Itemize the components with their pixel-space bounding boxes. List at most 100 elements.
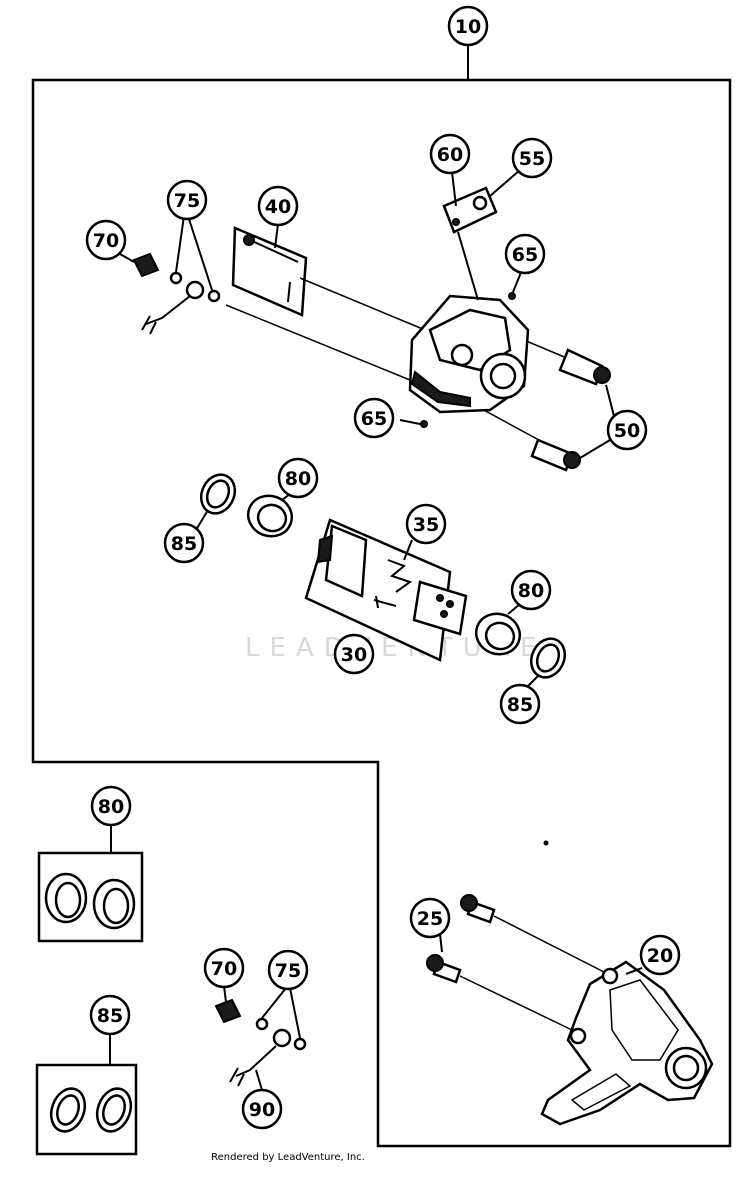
bracket-bolt-1-head	[460, 894, 478, 912]
callouts: 10 60 55 75 40 70 65 65	[85, 5, 681, 1130]
callout-65-bottom[interactable]: 65	[353, 397, 395, 439]
callout-60-right[interactable]: 50	[606, 409, 648, 451]
kit-piston-2-inner	[102, 887, 130, 925]
kit-brake-hose-end	[229, 1067, 245, 1087]
callout-70-kit[interactable]: 70	[203, 947, 245, 989]
pin-plate-bolt	[249, 239, 299, 263]
bleeder-dot	[452, 218, 460, 226]
leader-80-right	[507, 603, 521, 615]
caliper-piston-inner	[489, 362, 517, 390]
callout-label-65-bottom: 65	[361, 408, 387, 430]
callout-80-right[interactable]: 80	[510, 569, 552, 611]
pad-right-dot-2	[446, 600, 454, 608]
kit-seal-2-inner	[102, 1094, 126, 1126]
callout-circle-80-kit	[90, 785, 132, 827]
leader-35	[403, 539, 413, 561]
bleeder-cap-plate	[442, 186, 498, 234]
callout-label-70-kit: 70	[211, 958, 237, 980]
callout-circle-20	[639, 934, 681, 976]
bleeder-cap	[472, 195, 488, 211]
caliper-bracket-arm	[570, 1073, 632, 1111]
kit-seal-1-inner	[56, 1094, 80, 1126]
callout-label-85-right: 85	[507, 694, 533, 716]
pad-right-dot-3	[440, 610, 448, 618]
callout-75-top[interactable]: 75	[166, 179, 208, 221]
callout-35[interactable]: 35	[405, 503, 447, 545]
assembly-frame	[31, 78, 732, 1148]
leader-60-right-a	[605, 384, 615, 417]
leader-90	[255, 1069, 263, 1091]
leader-bleeder	[457, 231, 479, 301]
callout-65-top[interactable]: 65	[504, 233, 546, 275]
brake-pad-right	[412, 580, 468, 636]
callout-10[interactable]: 10	[447, 5, 489, 47]
callout-85-kit[interactable]: 85	[89, 994, 131, 1036]
callout-label-80-right: 80	[518, 580, 544, 602]
callout-40[interactable]: 40	[257, 185, 299, 227]
callout-30[interactable]: 30	[333, 633, 375, 675]
leader-60-top	[451, 171, 457, 207]
washer-2	[207, 289, 221, 303]
callout-85-right[interactable]: 85	[499, 683, 541, 725]
pad-spring	[387, 559, 413, 593]
caliper-bracket-cutout	[609, 979, 679, 1061]
callout-circle-65-bottom	[353, 397, 395, 439]
callout-75-kit[interactable]: 75	[267, 949, 309, 991]
kit-banjo-bolt	[214, 998, 242, 1024]
pad-pin-end	[375, 595, 379, 609]
callout-55[interactable]: 55	[511, 137, 553, 179]
banjo-bolt	[132, 252, 160, 278]
leader-60-right-b	[579, 439, 611, 459]
callout-label-60-right: 50	[614, 420, 640, 442]
callout-circle-75-top	[166, 179, 208, 221]
callout-60-top[interactable]: 60	[429, 133, 471, 175]
brake-hose	[145, 295, 191, 325]
callout-label-25: 25	[417, 908, 443, 930]
seal-kit-box	[35, 1063, 138, 1156]
callout-label-70-top: 70	[93, 230, 119, 252]
callout-20[interactable]: 20	[639, 934, 681, 976]
callout-circle-25	[409, 897, 451, 939]
piston-right-inner	[484, 621, 516, 651]
callout-circle-10	[447, 5, 489, 47]
brake-pad-left	[324, 524, 368, 598]
callout-circle-80-right	[510, 569, 552, 611]
leader-70-top	[119, 253, 135, 263]
pin-plate-bolt-head	[243, 234, 255, 246]
callout-80-kit[interactable]: 80	[90, 785, 132, 827]
callout-circle-80-left	[277, 457, 319, 499]
callout-80-left[interactable]: 80	[277, 457, 319, 499]
callout-circle-65-top	[504, 233, 546, 275]
callout-25[interactable]: 25	[409, 897, 451, 939]
kit-banjo-fitting	[272, 1028, 292, 1048]
callout-85-left[interactable]: 85	[163, 522, 205, 564]
kit-washer-2	[293, 1037, 307, 1051]
kit-brake-hose	[235, 1045, 277, 1077]
leader-55	[489, 169, 521, 197]
seal-ring-right-inner	[535, 643, 561, 673]
callout-label-60-top: 60	[437, 144, 463, 166]
callout-circle-55	[511, 137, 553, 179]
washer-1	[169, 271, 183, 285]
callout-90[interactable]: 90	[241, 1088, 283, 1130]
leader-75-kit-a	[261, 987, 287, 1019]
guide-line-1	[299, 277, 431, 333]
leader-70-kit	[223, 985, 227, 1003]
callout-label-40: 40	[265, 196, 291, 218]
callout-70-top[interactable]: 70	[85, 219, 127, 261]
callout-label-85-kit: 85	[97, 1005, 123, 1027]
bracket-mount-hole-1	[601, 967, 619, 985]
guide-line-bracket-1	[493, 915, 605, 973]
bracket-mount-hole-2	[569, 1027, 587, 1045]
callout-label-75-top: 75	[174, 190, 200, 212]
callout-circle-60-right	[606, 409, 648, 451]
leader-25	[439, 933, 443, 953]
pad-right-dot-1	[436, 594, 444, 602]
callout-label-90: 90	[249, 1099, 275, 1121]
slide-pin-2	[530, 438, 574, 472]
slide-pin-1-head	[593, 366, 611, 384]
callout-label-10: 10	[455, 16, 481, 38]
leader-40	[274, 223, 279, 249]
